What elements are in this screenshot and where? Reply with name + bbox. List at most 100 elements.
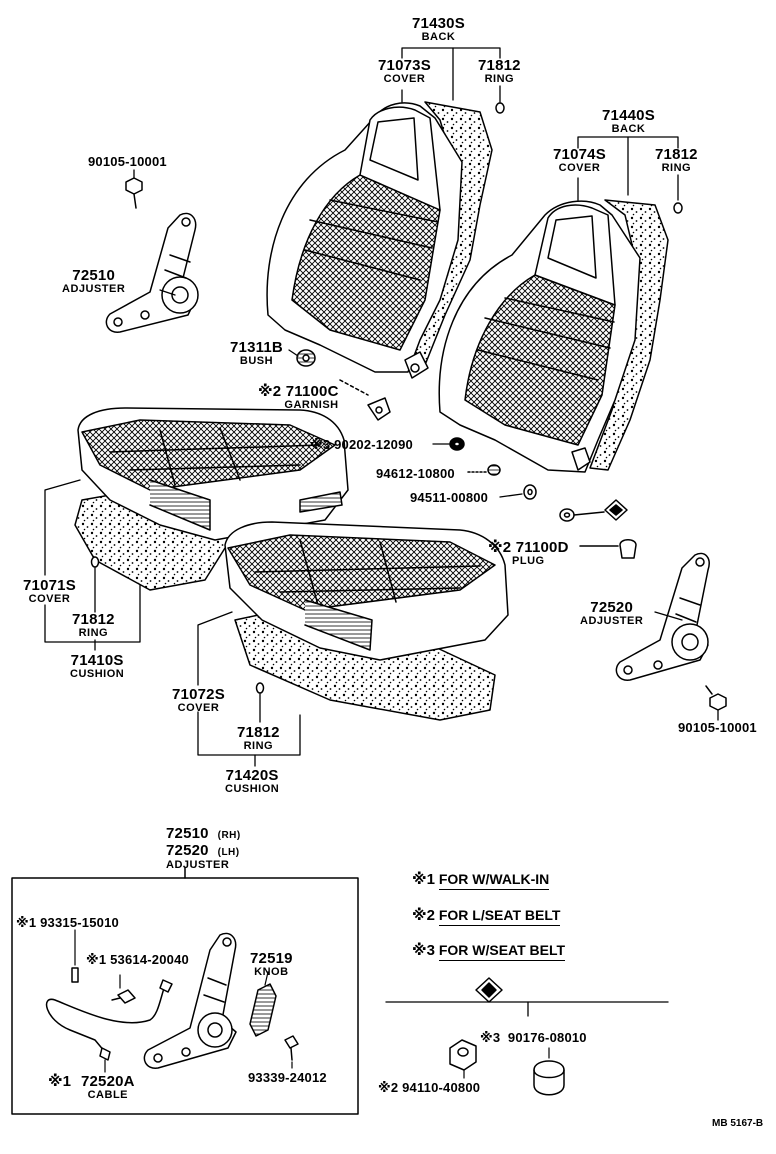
part-number: 71311B xyxy=(230,339,283,356)
part-name: BACK xyxy=(611,123,646,135)
bush-illustration xyxy=(296,349,316,367)
part-number: 71071S xyxy=(23,577,76,594)
part-number: 72520A xyxy=(80,1073,135,1090)
label-knob: 72519 KNOB xyxy=(250,951,293,978)
part-name: COVER xyxy=(558,162,601,174)
washer-94511-illustration xyxy=(523,484,537,500)
part-number: 71100D xyxy=(515,539,569,556)
part-number: 71072S xyxy=(172,686,225,703)
label-adjuster-lh: 72520 ADJUSTER xyxy=(580,600,643,627)
part-number: 90105-10001 xyxy=(678,720,757,735)
part-name: ADJUSTER xyxy=(580,615,644,627)
part-name: CABLE xyxy=(87,1089,128,1101)
mark: ※1 xyxy=(412,871,435,888)
part-number-lh: 72520 xyxy=(166,842,209,859)
part-number: 53614-20040 xyxy=(110,952,189,967)
adjuster-detail-box xyxy=(11,867,359,1115)
reference-code: MB 5167-B xyxy=(712,1118,764,1129)
part-number: 90176-08010 xyxy=(507,1030,587,1045)
hardware-group-lower xyxy=(385,977,669,1096)
label-ring-cushion-lh: 71812 RING xyxy=(237,725,280,752)
label-bolt-lh: 90105-10001 xyxy=(678,720,757,736)
leader-lines xyxy=(44,47,719,767)
label-cap-nut: ※3 90176-08010 xyxy=(480,1030,587,1046)
ring-cushion-rh-illustration xyxy=(90,556,100,568)
label-cushion-lh: 71420S CUSHION xyxy=(225,768,279,795)
part-name: RING xyxy=(661,162,692,174)
part-number: 93339-24012 xyxy=(248,1070,327,1085)
legend-item-walk-in: ※1 FOR W/WALK-IN xyxy=(412,870,550,890)
mark: ※2 xyxy=(412,907,435,924)
part-number: 71074S xyxy=(553,146,606,163)
part-name: COVER xyxy=(177,702,220,714)
part-number: 94612-10800 xyxy=(376,466,455,481)
part-name: CUSHION xyxy=(225,783,280,795)
mark: ※3 xyxy=(480,1030,501,1045)
legend-text: FOR L/SEAT BELT xyxy=(438,907,561,926)
label-cover-cushion-lh: 71072S COVER xyxy=(172,687,225,714)
part-number: 94511-00800 xyxy=(410,490,489,505)
part-name: ADJUSTER xyxy=(166,859,230,871)
label-garnish: ※2 71100C GARNISH xyxy=(258,384,339,411)
seat-back-rh xyxy=(266,101,493,379)
part-number: 93315-15010 xyxy=(40,915,119,930)
part-number-rh: 72510 xyxy=(166,825,209,842)
part-number: 71812 xyxy=(237,724,280,741)
label-washer-94612: 94612-10800 xyxy=(376,466,455,482)
part-number: 71410S xyxy=(70,652,124,669)
mark: ※1 xyxy=(48,1073,71,1090)
legend-item-l-seat-belt: ※2 FOR L/SEAT BELT xyxy=(412,906,561,926)
part-number: 72519 xyxy=(250,950,293,967)
part-number: 72510 xyxy=(72,267,115,284)
legend-item-w-seat-belt: ※3 FOR W/SEAT BELT xyxy=(412,941,566,961)
nut-diamond-marker xyxy=(559,499,628,522)
part-number: 71812 xyxy=(478,57,521,74)
label-cover-back-rh: 71073S COVER xyxy=(378,58,431,85)
part-name: KNOB xyxy=(254,966,289,978)
label-back-lh: 71440S BACK xyxy=(602,108,655,135)
label-plug: ※2 71100D PLUG xyxy=(488,540,569,567)
part-name: BACK xyxy=(421,31,456,43)
part-name: ADJUSTER xyxy=(62,283,126,295)
part-name: BUSH xyxy=(239,355,274,367)
part-number: 71100C xyxy=(285,383,339,400)
part-number: 90202-12090 xyxy=(334,437,413,452)
part-name: RING xyxy=(484,73,515,85)
part-name: CUSHION xyxy=(70,668,125,680)
seat-cushion-rh xyxy=(74,407,349,591)
label-back-rh: 71430S BACK xyxy=(412,16,465,43)
bolt-lh-illustration xyxy=(705,685,727,711)
label-bolt-rh: 90105-10001 xyxy=(88,154,167,170)
part-name: RING xyxy=(243,740,274,752)
part-number: 71812 xyxy=(72,611,115,628)
mark: ※2 xyxy=(378,1080,399,1095)
adjuster-rh-illustration xyxy=(105,212,199,333)
legend-text: FOR W/SEAT BELT xyxy=(438,942,566,961)
nut-90202-illustration xyxy=(449,437,465,451)
label-adjuster-rh: 72510 ADJUSTER xyxy=(62,268,125,295)
label-ring-back-rh: 71812 RING xyxy=(478,58,521,85)
label-ring-back-lh: 71812 RING xyxy=(655,147,698,174)
part-number: 71430S xyxy=(412,15,465,32)
part-number: 71073S xyxy=(378,57,431,74)
part-number: 90105-10001 xyxy=(88,154,167,169)
legend-text: FOR W/WALK-IN xyxy=(438,871,550,890)
part-name: COVER xyxy=(383,73,426,85)
label-nut-94110: ※2 94110-40800 xyxy=(378,1080,480,1096)
side-rh: (RH) xyxy=(217,830,241,841)
garnish-illustration xyxy=(339,379,391,421)
mark: ※2 xyxy=(488,539,512,556)
seat-cushion-lh xyxy=(224,521,509,721)
ring-back-lh-illustration xyxy=(673,202,683,214)
mark: ※1 xyxy=(86,952,107,967)
label-ring-cushion-rh: 71812 RING xyxy=(72,612,115,639)
part-name: RING xyxy=(78,627,109,639)
label-clip: ※1 53614-20040 xyxy=(86,952,189,968)
label-cover-cushion-rh: 71071S COVER xyxy=(23,578,76,605)
label-cover-back-lh: 71074S COVER xyxy=(553,147,606,174)
part-number: 71420S xyxy=(225,767,279,784)
label-screw: 93339-24012 xyxy=(248,1070,327,1086)
part-number: 71812 xyxy=(655,146,698,163)
ring-cushion-lh-illustration xyxy=(255,682,265,694)
part-number: 71440S xyxy=(602,107,655,124)
